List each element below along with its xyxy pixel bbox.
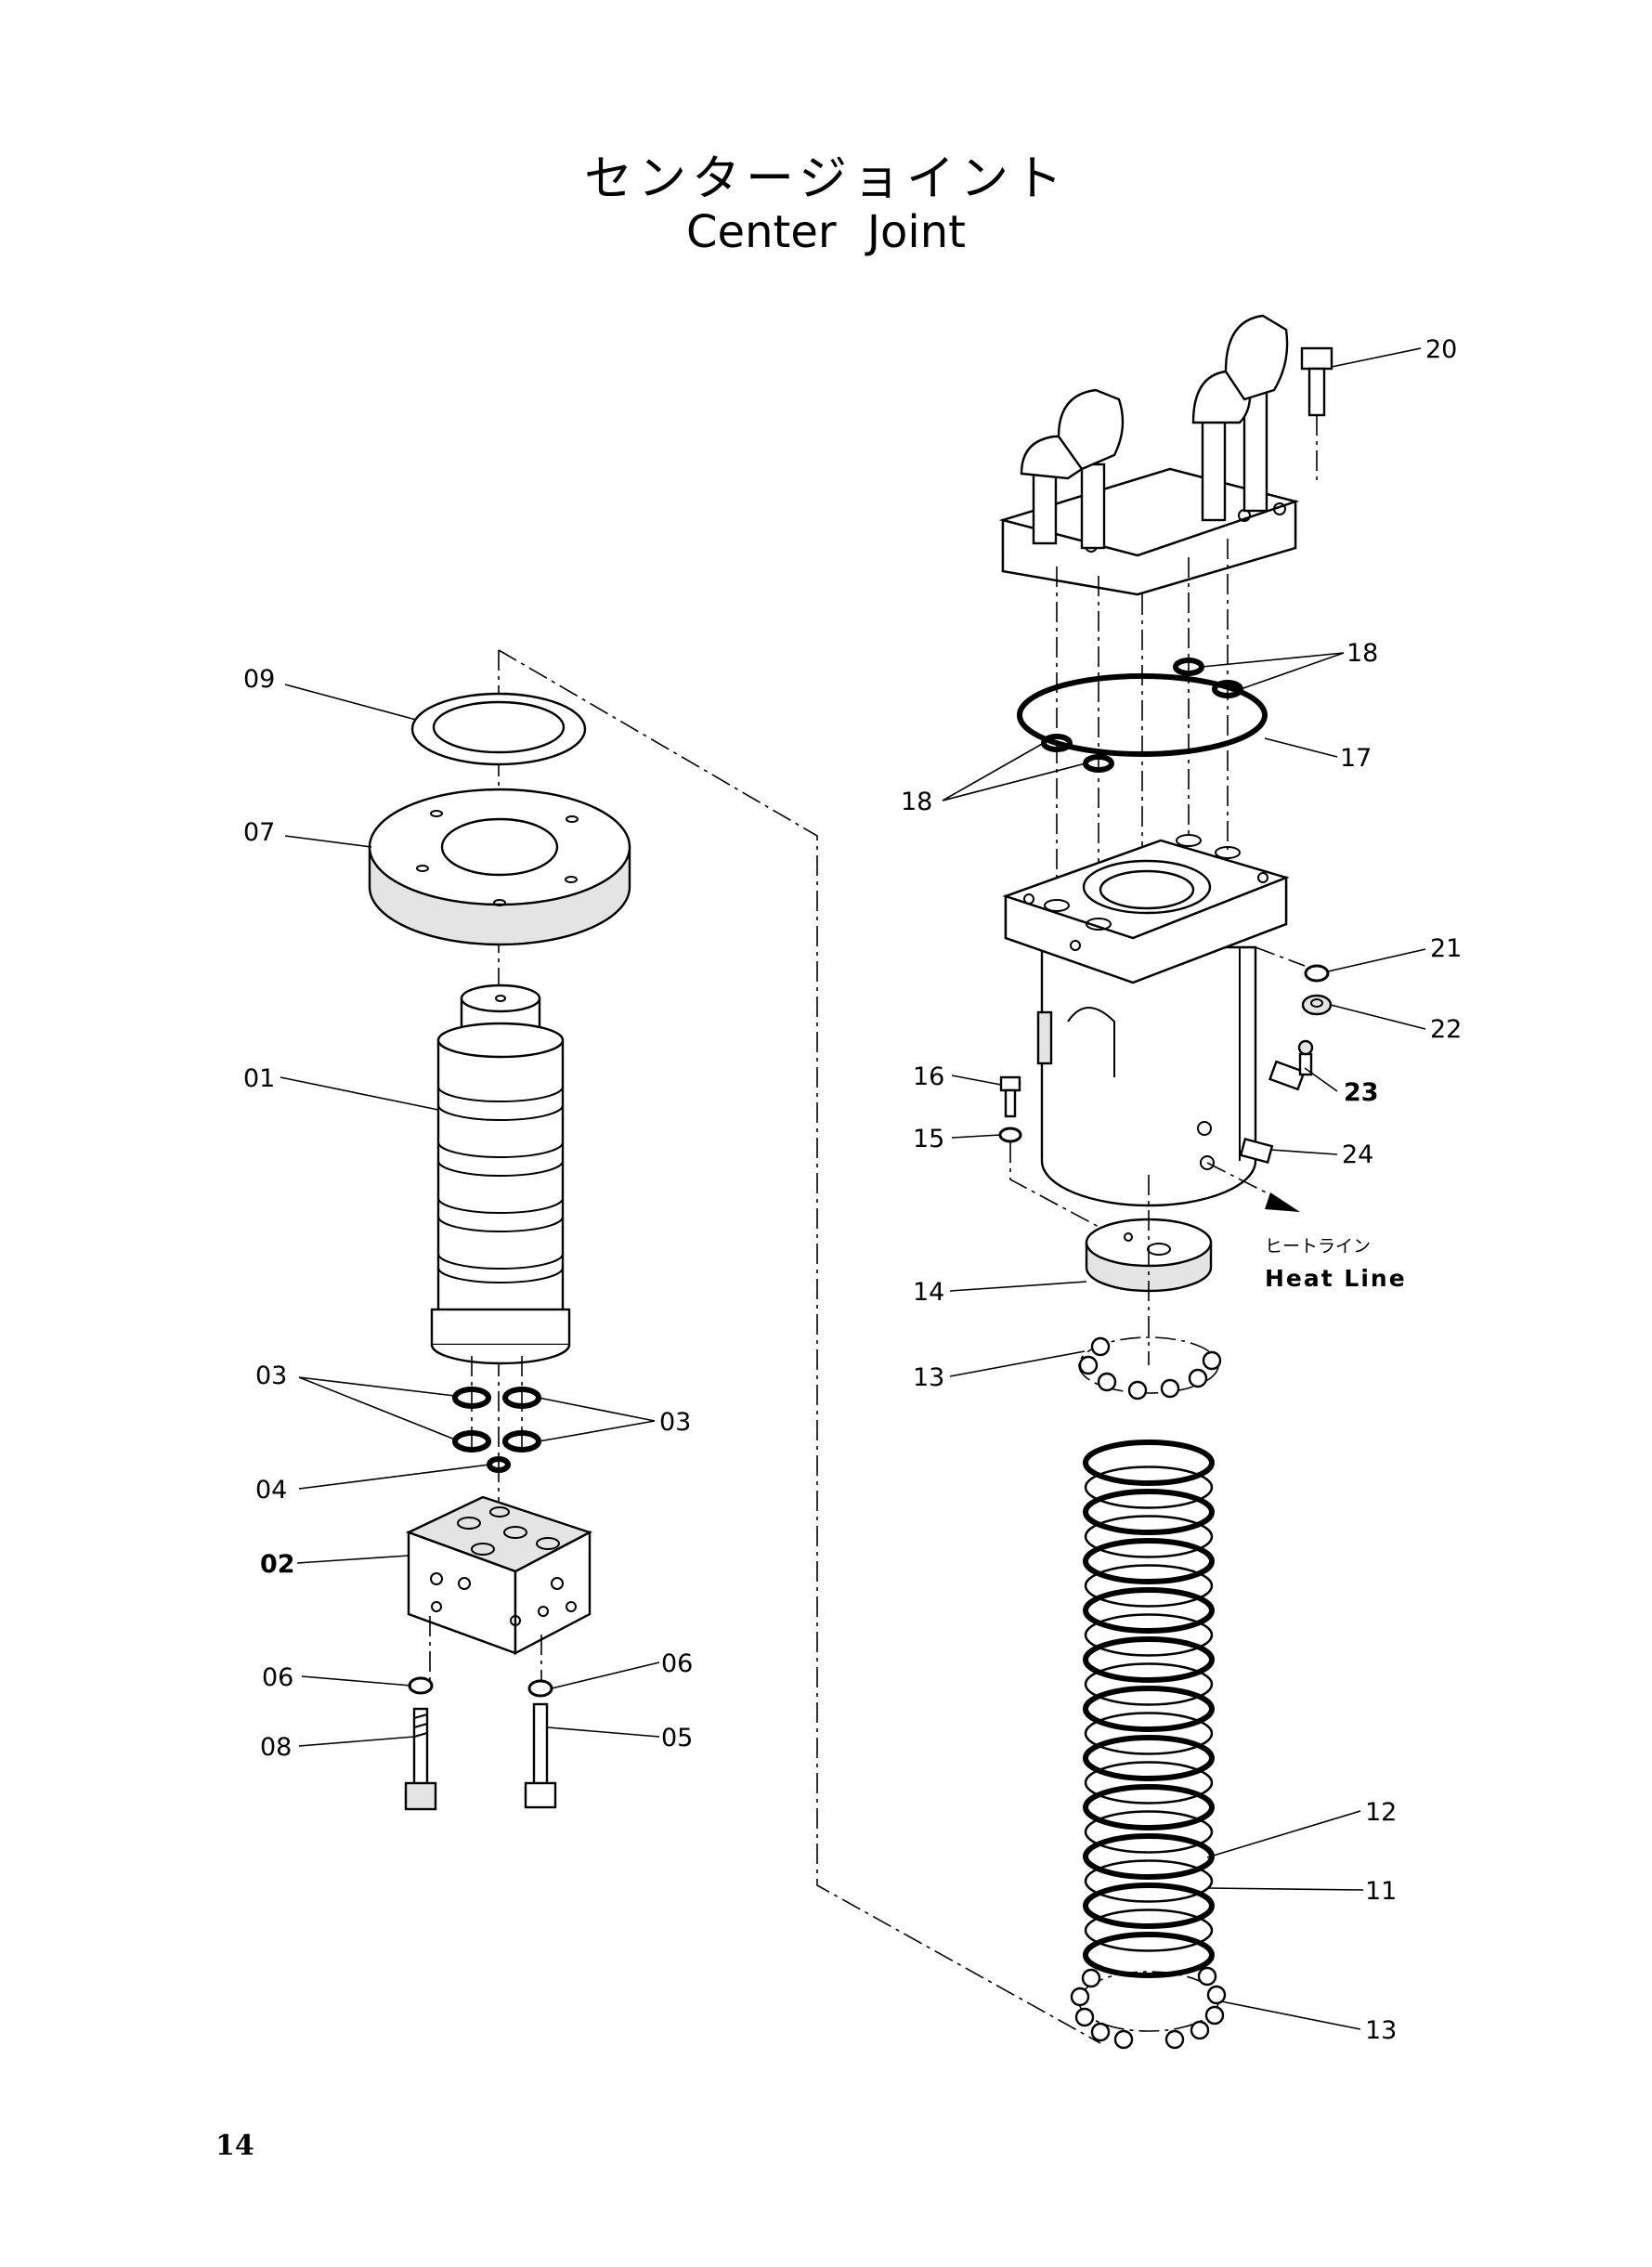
spring-ring xyxy=(1084,1466,1214,1509)
callout-09: 09 xyxy=(243,665,275,694)
callout-23: 23 xyxy=(1344,1078,1379,1107)
part-14-thrust-plate xyxy=(1085,1218,1213,1293)
part-23-grease-fitting xyxy=(1268,1039,1314,1091)
heat-line-arrow xyxy=(1206,1162,1300,1212)
callout-03-left: 03 xyxy=(255,1362,287,1390)
callout-18-lower: 18 xyxy=(901,788,932,816)
spring-ring xyxy=(1084,1613,1214,1657)
assembly-guide-line xyxy=(498,649,1101,2044)
leader-lines xyxy=(280,347,1426,2030)
callout-22: 22 xyxy=(1430,1015,1462,1044)
part-13-ball-set-upper xyxy=(1078,1336,1222,1401)
part-11-12-spring-rings xyxy=(1083,1440,1215,1978)
callout-18-upper: 18 xyxy=(1346,639,1378,668)
callout-15: 15 xyxy=(913,1125,944,1153)
spring-ring xyxy=(1083,1735,1215,1781)
spring-ring xyxy=(1083,1489,1215,1535)
callout-12: 12 xyxy=(1365,1798,1397,1827)
page-number: 14 xyxy=(215,2130,254,2162)
callout-14: 14 xyxy=(913,1278,944,1307)
spring-ring xyxy=(1083,1538,1215,1584)
callout-13-lower: 13 xyxy=(1365,2016,1397,2045)
part-22-nut xyxy=(1301,994,1333,1016)
part-07-flange xyxy=(368,788,631,946)
callout-03-right: 03 xyxy=(659,1408,691,1437)
part-24-plug xyxy=(1239,1137,1274,1165)
callout-11: 11 xyxy=(1365,1877,1397,1906)
callout-17: 17 xyxy=(1340,744,1372,773)
spring-ring xyxy=(1083,1833,1215,1880)
callout-20: 20 xyxy=(1425,335,1457,364)
part-01-spindle xyxy=(430,984,571,1365)
spring-ring xyxy=(1084,1662,1214,1706)
callout-07: 07 xyxy=(243,818,275,847)
callout-16: 16 xyxy=(913,1062,944,1091)
part-05-bolt xyxy=(524,1702,557,1809)
part-09-ring xyxy=(410,692,587,766)
spring-ring xyxy=(1084,1515,1214,1558)
part-03-o-rings xyxy=(452,1356,541,1453)
callout-02: 02 xyxy=(260,1550,295,1579)
heat-line-label-japanese: ヒートライン xyxy=(1265,1236,1371,1257)
spring-ring xyxy=(1084,1712,1214,1755)
callout-06-left: 06 xyxy=(262,1663,293,1692)
callout-01: 01 xyxy=(243,1064,275,1093)
part-08-bolt xyxy=(404,1707,437,1811)
part-21-washer xyxy=(1304,964,1330,983)
spring-ring xyxy=(1083,1587,1215,1634)
bolt-guide-line xyxy=(1009,1142,1115,1236)
spring-ring xyxy=(1083,1440,1215,1486)
part-15-washer xyxy=(998,1127,1022,1143)
title-japanese: センタージョイント xyxy=(584,151,1068,207)
spring-ring xyxy=(1084,1909,1214,1952)
part-02-block xyxy=(405,1495,593,1655)
part-16-bolt xyxy=(999,1075,1021,1118)
callout-04: 04 xyxy=(255,1476,287,1505)
part-06-washer-left xyxy=(408,1676,434,1695)
part-20-bolt xyxy=(1300,346,1333,483)
callout-08: 08 xyxy=(260,1733,292,1762)
part-06-washer-right xyxy=(527,1679,553,1698)
top-cover-with-elbows xyxy=(998,314,1300,596)
heat-line-label-english: Heat Line xyxy=(1265,1265,1407,1292)
spring-ring xyxy=(1084,1810,1214,1854)
spring-ring xyxy=(1084,1859,1214,1903)
callout-06-right: 06 xyxy=(661,1649,693,1678)
title-english: Center Joint xyxy=(686,206,966,258)
callout-13-upper: 13 xyxy=(913,1363,944,1392)
spring-ring xyxy=(1083,1636,1215,1683)
callout-05: 05 xyxy=(661,1724,693,1752)
spring-ring xyxy=(1084,1564,1214,1608)
spring-ring xyxy=(1084,1761,1214,1804)
callout-21: 21 xyxy=(1430,934,1462,963)
spring-ring xyxy=(1083,1883,1215,1929)
swivel-body xyxy=(1002,834,1290,1207)
spring-ring xyxy=(1083,1932,1215,1978)
part-13-ball-set-lower xyxy=(1070,1966,1227,2050)
callout-24: 24 xyxy=(1342,1140,1373,1169)
spring-ring xyxy=(1083,1686,1215,1732)
spring-ring xyxy=(1083,1784,1215,1831)
